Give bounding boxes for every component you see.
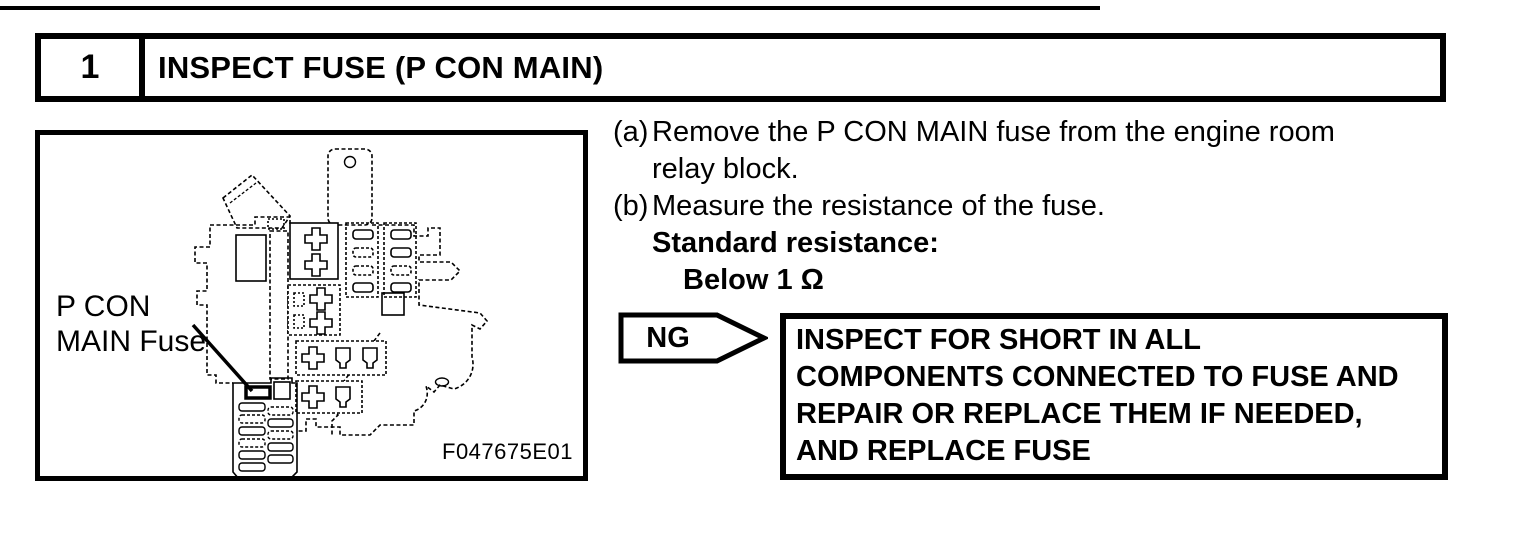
step-b-marker: (b) <box>613 190 649 222</box>
step-title: INSPECT FUSE (P CON MAIN) <box>158 49 604 85</box>
figure-code: F047675E01 <box>442 439 573 464</box>
step-a-marker: (a) <box>613 116 649 148</box>
p-con-main-fuse-highlight <box>244 385 272 400</box>
step-header-bar: 1 INSPECT FUSE (P CON MAIN) <box>35 33 1446 102</box>
spec-value: Below 1 Ω <box>683 264 824 296</box>
step-a-text-line1: Remove the P CON MAIN fuse from the engi… <box>652 116 1335 148</box>
figure-relay-block: P CON MAIN Fuse F047675E01 <box>35 130 588 481</box>
step-b-text-line1: Measure the resistance of the fuse. <box>652 190 1105 222</box>
ng-result-line1: INSPECT FOR SHORT IN ALL <box>796 324 1201 356</box>
ng-label: NG <box>646 321 690 354</box>
fuse-callout-line1: P CON <box>56 290 151 323</box>
step-number: 1 <box>41 39 145 96</box>
ng-result-line2: COMPONENTS CONNECTED TO FUSE AND <box>796 361 1399 393</box>
relay-block-diagram-icon <box>191 148 489 476</box>
ng-arrow-icon <box>618 312 770 364</box>
fuse-callout-line2: MAIN Fuse <box>56 325 207 358</box>
spec-heading: Standard resistance: <box>652 227 939 259</box>
ng-decision-arrow: NG <box>618 311 770 365</box>
ng-result-box: INSPECT FOR SHORT IN ALL COMPONENTS CONN… <box>780 313 1448 480</box>
step-a-text-line2: relay block. <box>652 153 799 185</box>
ng-result-line3: REPAIR OR REPLACE THEM IF NEEDED, <box>796 398 1363 430</box>
callout-leader-line <box>191 323 254 393</box>
ng-result-line4: AND REPLACE FUSE <box>796 435 1091 467</box>
page-top-rule <box>0 6 1100 10</box>
fuse-callout-label: P CON MAIN Fuse <box>56 289 206 359</box>
instruction-list: (a) Remove the P CON MAIN fuse from the … <box>613 116 1463 306</box>
